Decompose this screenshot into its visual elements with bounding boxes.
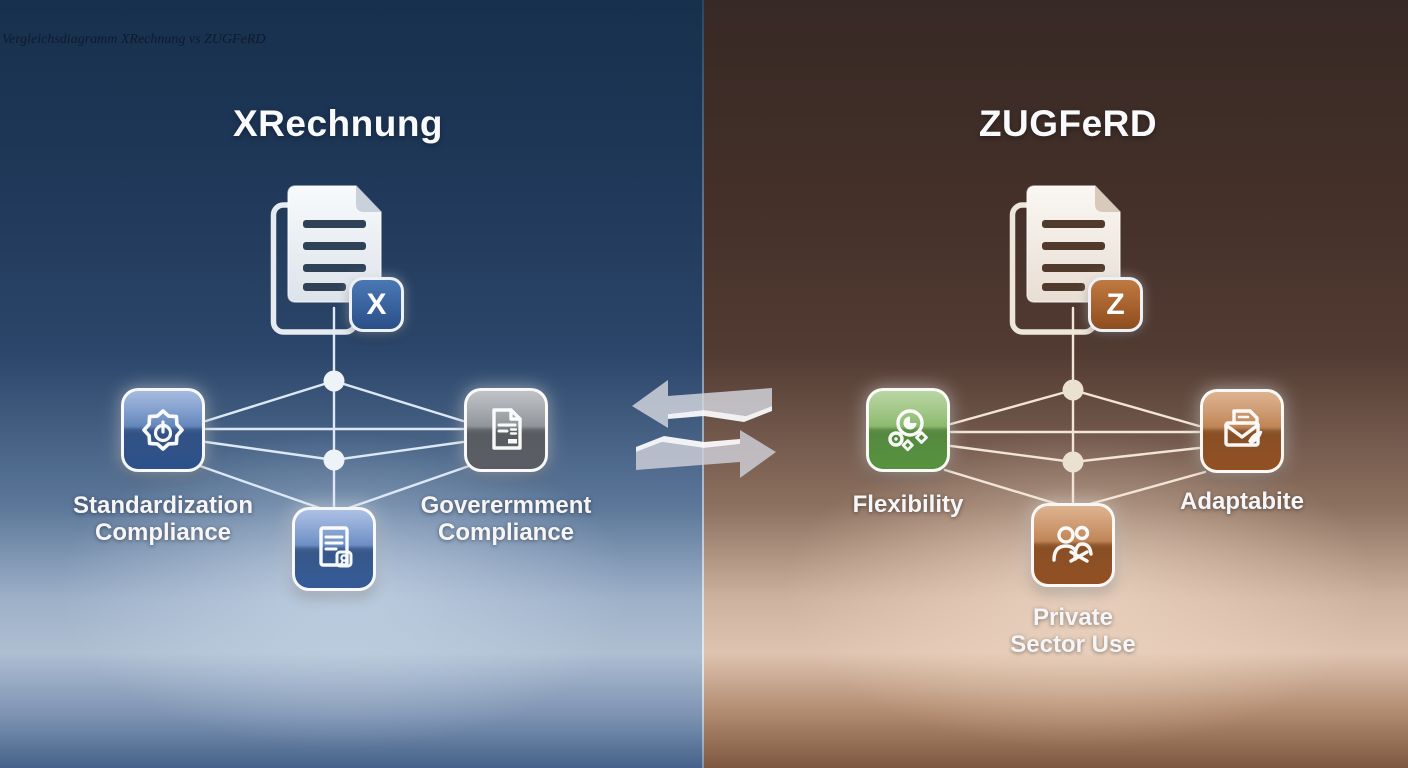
label-line: Standardization (72, 492, 253, 519)
xrechnung-document-icon: X (270, 180, 406, 338)
gauge-flexibility-icon (866, 388, 950, 472)
seal-power-icon (121, 388, 205, 472)
label-line: Compliance (94, 519, 232, 546)
label-line: Goverermment (420, 492, 592, 519)
private-sector-use-label: Private Sector Use (923, 604, 1223, 658)
label-line: Sector Use (1010, 631, 1136, 658)
envelope-adapt-icon (1200, 389, 1284, 473)
certificate-document-icon (292, 507, 376, 591)
document-pages-icon (270, 185, 382, 335)
label-line: Private (1032, 604, 1114, 631)
center-divider-line (702, 0, 704, 768)
swap-arrows-icon (632, 380, 776, 478)
z-format-badge: Z (1088, 277, 1143, 332)
gray-document-icon (464, 388, 548, 472)
government-compliance-label: Goverermment Compliance (356, 492, 656, 546)
document-pages-icon (1009, 185, 1121, 335)
zugferd-document-icon: Z (1009, 180, 1145, 338)
standardization-compliance-label: Standardization Compliance (13, 492, 313, 546)
label-line: Adaptabite (1179, 488, 1304, 515)
flexibility-label: Flexibility (758, 491, 1058, 518)
people-partnership-icon (1031, 503, 1115, 587)
x-format-badge: X (349, 277, 404, 332)
label-line: Compliance (437, 519, 575, 546)
adaptability-label: Adaptabite (1092, 488, 1392, 515)
diagram-caption: Vergleichsdiagramm XRechnung vs ZUGFeRD (2, 32, 266, 47)
left-panel-title: XRechnung (232, 103, 444, 144)
right-panel-title: ZUGFeRD (978, 103, 1158, 144)
label-line: Flexibility (852, 491, 964, 518)
